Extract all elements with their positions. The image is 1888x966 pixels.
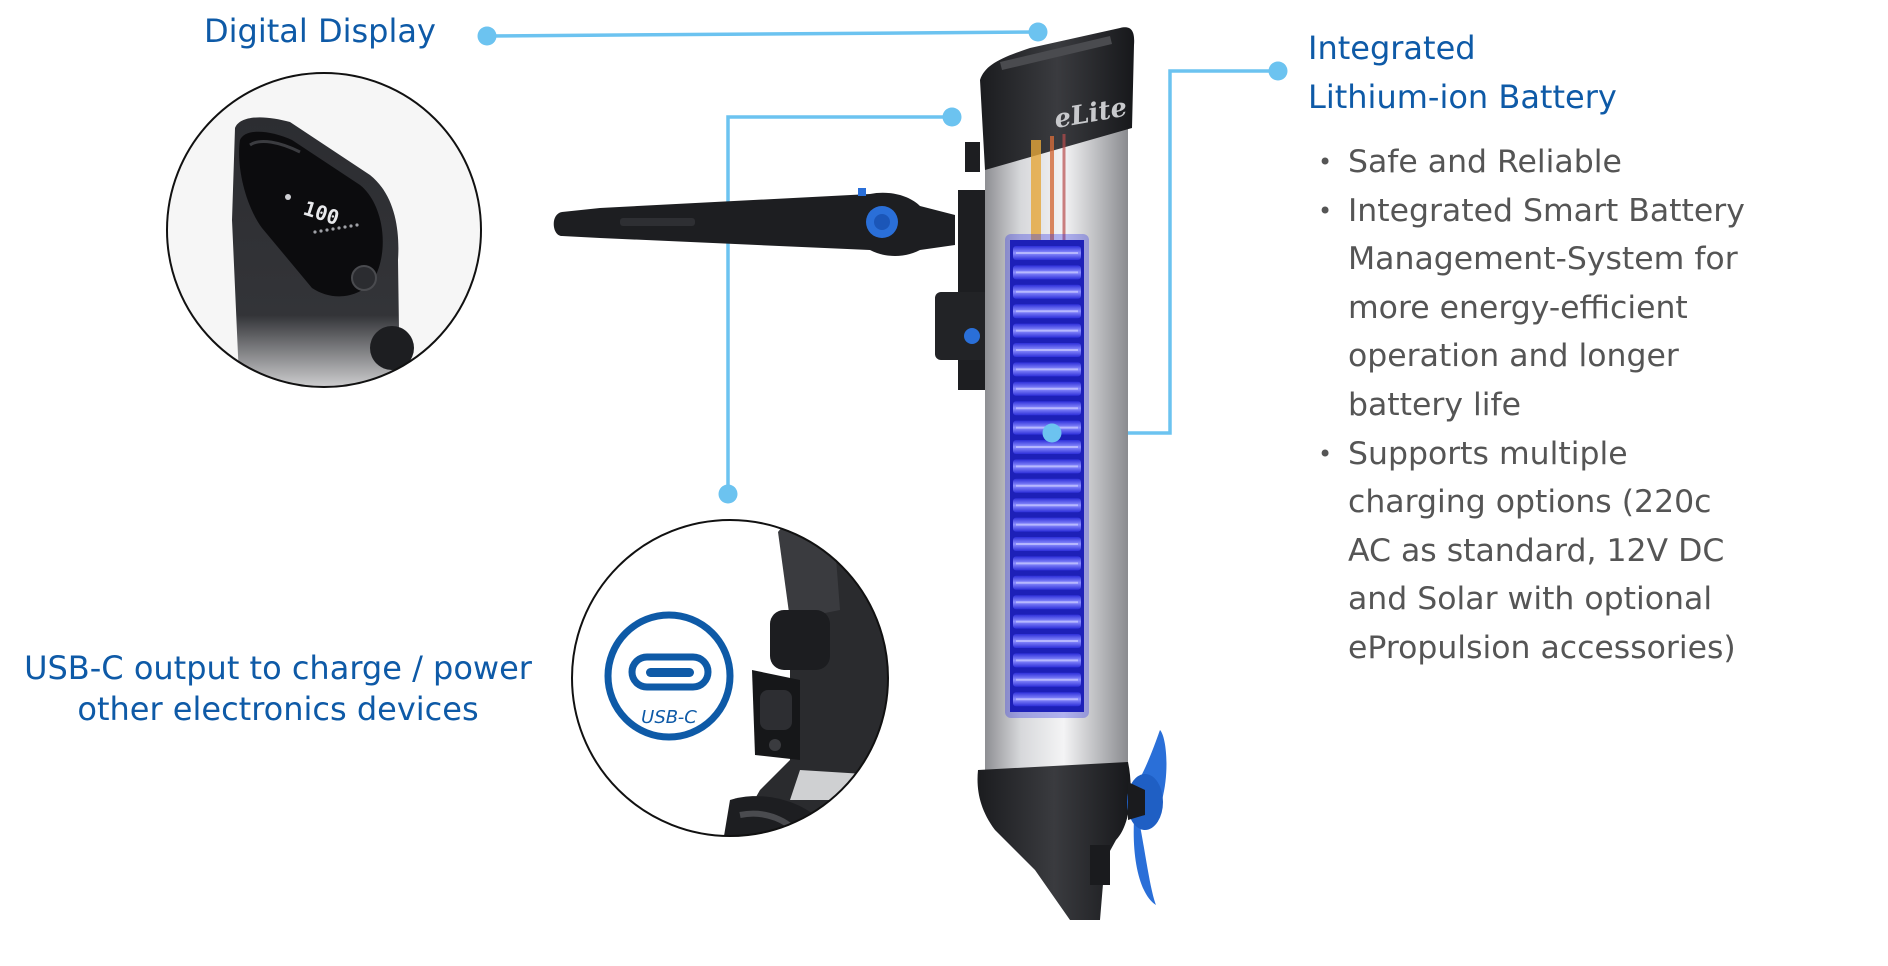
leader-dot-usbc-bottom <box>718 484 738 504</box>
battery-feature-line: more energy-efficient <box>1348 289 1688 326</box>
battery-feature-line: and Solar with optional <box>1348 581 1713 618</box>
battery-feature-list: • Safe and Reliable • Integrated Smart Batt… <box>1318 138 1818 673</box>
battery-cells <box>1005 234 1089 718</box>
battery-feature-line: Supports multiple <box>1348 435 1628 472</box>
leader-dot-battery-left <box>1042 423 1062 443</box>
usb-c-icon: USB-C <box>604 611 734 741</box>
usb-c-icon-label: USB-C <box>641 707 697 728</box>
battery-feature-line: charging options (220c <box>1348 484 1712 521</box>
leader-dot-usbc-top <box>942 107 962 127</box>
outboard-motor: eLite <box>553 27 1167 920</box>
leader-line-display <box>486 30 1039 38</box>
label-usb-c-line-2: other electronics devices <box>77 690 479 728</box>
label-digital-display: Digital Display <box>204 12 436 50</box>
label-usb-c-line-1: USB-C output to charge / power <box>24 649 532 687</box>
label-integrated-battery: Integrated Lithium-ion Battery <box>1308 24 1617 122</box>
leader-dot-display-left <box>477 26 497 46</box>
bullet-marker: • <box>1318 196 1333 225</box>
label-battery-line-2: Lithium-ion Battery <box>1308 78 1617 116</box>
propeller <box>1127 730 1167 905</box>
bullet-marker: • <box>1318 148 1333 176</box>
battery-feature-line: Safe and Reliable <box>1348 144 1622 180</box>
display-zoom-circle: 100 <box>166 72 482 388</box>
battery-feature-line: battery life <box>1348 386 1521 423</box>
battery-feature-item: • Safe and Reliable <box>1318 138 1818 187</box>
battery-feature-line: operation and longer <box>1348 338 1679 375</box>
bullet-marker: • <box>1318 439 1333 468</box>
label-battery-line-1: Integrated <box>1308 29 1476 67</box>
battery-feature-line: Management-System for <box>1348 241 1738 278</box>
battery-feature-item: • Supports multiple charging options (220c… <box>1318 430 1818 673</box>
battery-feature-line: AC as standard, 12V DC <box>1348 532 1725 569</box>
leader-line-usbc <box>726 115 952 494</box>
leader-dot-battery-right <box>1268 61 1288 81</box>
label-usb-c-output: USB-C output to charge / power other ele… <box>0 648 556 730</box>
leader-dot-display-right <box>1028 22 1048 42</box>
battery-feature-line: Integrated Smart Battery <box>1348 192 1745 229</box>
battery-feature-line: ePropulsion accessories) <box>1348 629 1736 666</box>
